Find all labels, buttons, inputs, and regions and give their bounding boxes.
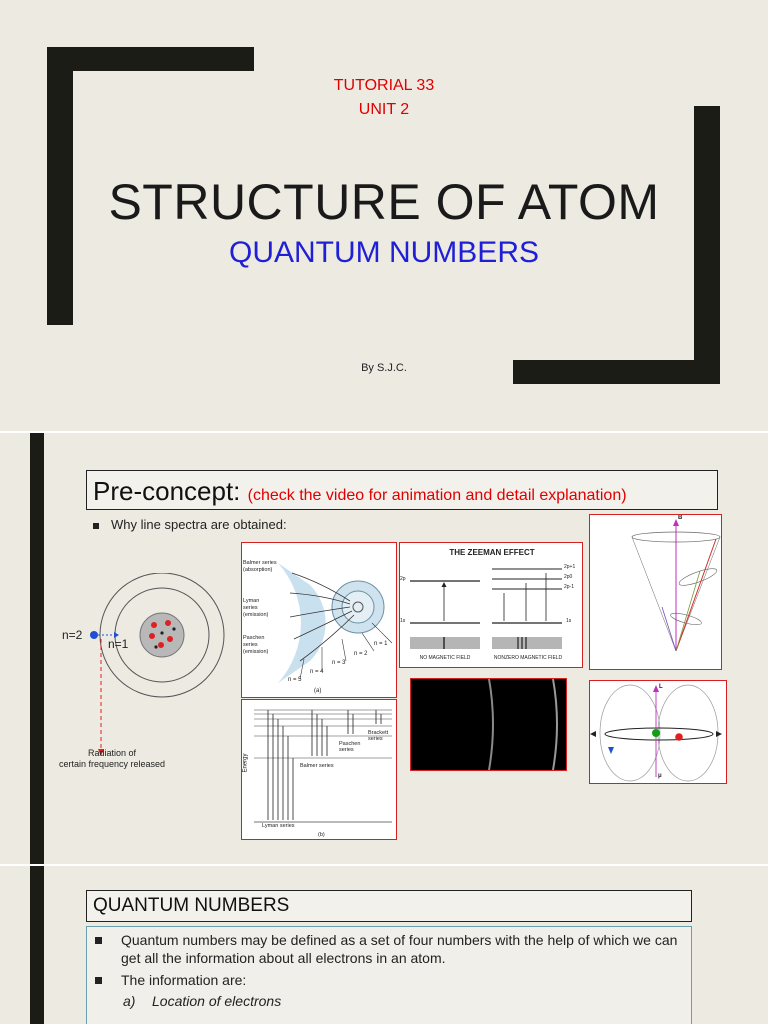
preconcept-heading: Pre-concept: bbox=[93, 476, 241, 506]
no-magnetic-field-caption: NO MAGNETIC FIELD bbox=[419, 655, 471, 661]
definition-text: Quantum numbers may be defined as a set … bbox=[121, 932, 678, 966]
series-n1-label: n = 1 bbox=[374, 641, 388, 647]
information-bullet: The information are: bbox=[87, 971, 691, 989]
frame-bottom-right-horizontal bbox=[513, 360, 720, 384]
preconcept-heading-box: Pre-concept: (check the video for animat… bbox=[86, 470, 718, 510]
b-field-label: B bbox=[678, 515, 683, 521]
n2-label: n=2 bbox=[62, 628, 83, 642]
series-n2-label: n = 2 bbox=[354, 651, 368, 657]
zeeman-1s-label: 1s bbox=[400, 618, 406, 624]
line-spectra-bullet: Why line spectra are obtained: bbox=[93, 517, 287, 532]
lyman-series-label: Lyman series bbox=[262, 823, 295, 829]
balmer-series-label: Balmer series bbox=[300, 763, 334, 769]
definition-bullet: Quantum numbers may be defined as a set … bbox=[87, 931, 691, 967]
paschen-series-label: Paschen series bbox=[339, 741, 361, 753]
tutorial-label: TUTORIAL 33 bbox=[333, 77, 435, 94]
series-n5-label: n = 5 bbox=[288, 677, 302, 683]
frame-bottom-right-vertical bbox=[694, 106, 720, 384]
line-spectra-text: Why line spectra are obtained: bbox=[111, 517, 287, 532]
zeeman-title: THE ZEEMAN EFFECT bbox=[449, 548, 535, 557]
zeeman-2p0-label: 2p0 bbox=[564, 574, 573, 580]
nonzero-magnetic-field-caption: NONZERO MAGNETIC FIELD bbox=[493, 655, 563, 661]
sub-item-a-label: a) bbox=[123, 993, 136, 1009]
l-vector-label: L bbox=[659, 684, 663, 690]
bullet-square-icon bbox=[93, 522, 99, 529]
series-n4-label: n = 4 bbox=[310, 669, 324, 675]
quantum-numbers-slide: QUANTUM NUMBERS Quantum numbers may be d… bbox=[0, 866, 768, 1024]
electron-dot bbox=[90, 631, 98, 639]
slide-subtitle: QUANTUM NUMBERS bbox=[228, 236, 539, 269]
zeeman-2p-plus-label: 2p+1 bbox=[564, 564, 576, 570]
energy-levels-figure: Energy Brackett series Paschen series Ba… bbox=[241, 699, 397, 840]
zeeman-1s-right-label: 1s bbox=[566, 618, 572, 624]
frame-top-left-horizontal bbox=[47, 47, 254, 71]
sub-item-a-text: Location of electrons bbox=[152, 993, 282, 1009]
bullet-square-icon bbox=[95, 977, 102, 984]
quantum-numbers-body: Quantum numbers may be defined as a set … bbox=[86, 926, 692, 1024]
n1-label: n=1 bbox=[108, 637, 129, 651]
series-n3-label: n = 3 bbox=[332, 660, 346, 666]
paschen-emission-label: Paschen series (emission) bbox=[243, 635, 269, 655]
mu-vector-label: μ bbox=[658, 773, 662, 779]
preconcept-slide: Pre-concept: (check the video for animat… bbox=[0, 433, 768, 864]
brackett-series-label: Brackett series bbox=[368, 730, 389, 742]
balmer-absorption-label: Balmer series (absorption) bbox=[243, 560, 277, 573]
spectrum-photo bbox=[410, 678, 567, 771]
zeeman-effect-figure: THE ZEEMAN EFFECT 2p 1s 2p+1 2p0 2p-1 1s… bbox=[399, 542, 583, 668]
atom-diagram bbox=[90, 573, 225, 756]
information-text: The information are: bbox=[121, 972, 247, 988]
quantum-numbers-heading-box: QUANTUM NUMBERS bbox=[86, 890, 692, 922]
title-slide: TUTORIAL 33 UNIT 2 STRUCTURE OF ATOM QUA… bbox=[0, 0, 768, 431]
bullet-square-icon bbox=[95, 937, 102, 944]
author-byline: By S.J.C. bbox=[361, 362, 407, 374]
quantum-numbers-heading: QUANTUM NUMBERS bbox=[93, 895, 290, 916]
unit-label: UNIT 2 bbox=[358, 101, 410, 118]
precession-cone-figure: B bbox=[589, 514, 722, 670]
spectral-series-figure: Balmer series (absorption) Lyman series … bbox=[241, 542, 397, 698]
zeeman-2p-minus-label: 2p-1 bbox=[564, 584, 575, 590]
orbit-moment-figure: L μ bbox=[589, 680, 727, 784]
zeeman-2p-label: 2p bbox=[400, 576, 406, 582]
preconcept-note: (check the video for animation and detai… bbox=[247, 487, 627, 504]
radiation-caption-line2: certain frequency released bbox=[58, 759, 166, 769]
part-b-label: (b) bbox=[318, 832, 325, 838]
left-accent-bar bbox=[30, 866, 44, 1024]
energy-axis-label: Energy bbox=[242, 753, 249, 773]
radiation-caption-line1: Radiation of bbox=[87, 748, 137, 758]
left-accent-bar bbox=[30, 433, 44, 864]
frame-top-left-vertical bbox=[47, 47, 73, 325]
part-a-label: (a) bbox=[314, 688, 322, 694]
lyman-emission-label: Lyman series (emission) bbox=[243, 598, 269, 618]
slide-title: STRUCTURE OF ATOM bbox=[108, 174, 660, 230]
sub-item-a: a) Location of electrons bbox=[87, 991, 691, 1011]
